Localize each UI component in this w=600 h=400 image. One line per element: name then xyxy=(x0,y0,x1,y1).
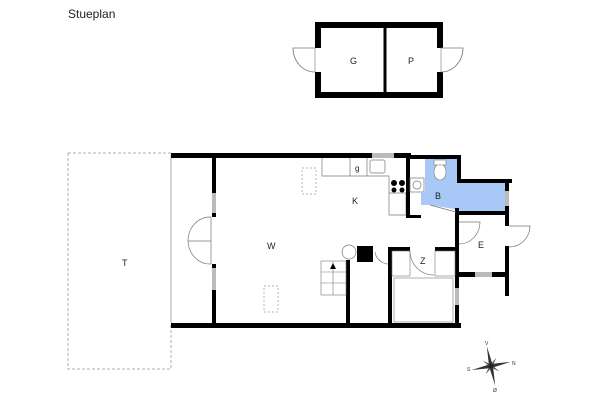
outbuilding xyxy=(292,22,464,98)
room-label-p: P xyxy=(408,56,414,66)
counter-label-g: g xyxy=(355,164,359,173)
room-label-w: W xyxy=(267,241,276,251)
room-label-k: K xyxy=(352,196,358,206)
compass-rose-icon xyxy=(471,346,511,386)
entrance xyxy=(455,215,531,296)
plan-title: Stueplan xyxy=(68,7,116,21)
room-label-g: G xyxy=(350,56,357,66)
room-label-t: T xyxy=(122,258,128,268)
compass-label-bottom: Ø xyxy=(493,388,497,394)
room-label-z: Z xyxy=(420,256,426,266)
compass-label-top: V xyxy=(485,341,489,347)
room-label-e: E xyxy=(478,240,484,250)
compass-label-left: S xyxy=(467,367,471,373)
compass-label-right: N xyxy=(512,361,516,367)
bedroom xyxy=(320,244,459,325)
main-house xyxy=(170,153,461,328)
room-label-b: B xyxy=(435,191,441,201)
terrace xyxy=(67,152,172,370)
bathroom xyxy=(410,155,512,226)
